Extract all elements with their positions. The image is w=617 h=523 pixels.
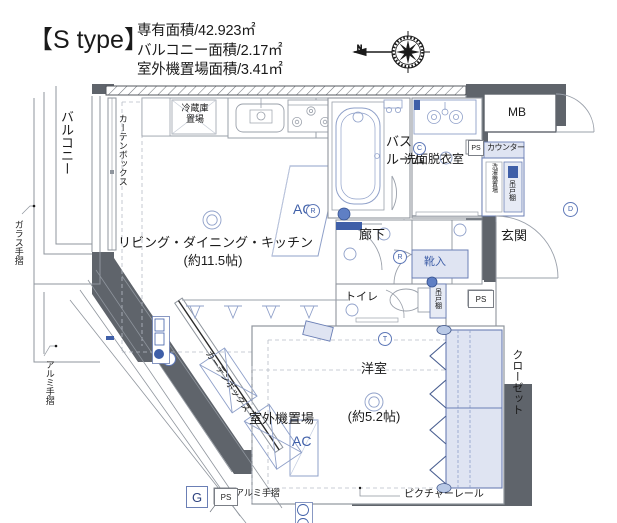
room-label-corridor: 廊下 [359,227,386,242]
label-refrigerator-space: 冷蔵庫 置場 [181,103,209,124]
closet [429,325,503,493]
ac-panel-living [271,165,339,257]
label-curtain-box-left: カーテンボックス [117,114,128,186]
marker-d: D [563,202,578,217]
picture-rail-line [358,486,400,497]
room-label-living-size: (約11.5帖) [183,253,243,268]
label-counter: カウンター [487,143,525,152]
floor-plan-drawing: バルコニー ガラス手摺 アルミ手摺 カーテンボックス 冷蔵庫 置場 リビング・ダ… [0,84,617,523]
label-shoe-box: 靴入 [424,256,446,268]
marker-r-kitchen: R [306,204,320,218]
label-ac-bedroom: AC [292,433,312,449]
area-outdoor-unit: 室外機置場面積/3.41㎡ [137,62,283,78]
label-alumi-handrail-left: アルミ手摺 [44,360,55,405]
washer-counter-column [465,139,525,217]
switch-cluster-living [152,316,170,364]
room-label-washroom: 洗面脱衣室 [404,152,465,166]
label-washer-space: 洗濯機置場 [490,163,497,193]
room-label-toilet: トイレ [345,291,378,303]
area-summary: 専有面積/42.923㎡ バルコニー面積/2.17㎡ 室外機置場面積/3.41㎡ [137,22,283,81]
toilet-room [335,276,447,327]
plan-header: 【S type】 専有面積/42.923㎡ バルコニー面積/2.17㎡ 室外機置… [0,0,617,88]
room-label-entrance: 玄関 [501,228,528,243]
outdoor-unit-area [69,269,283,523]
room-label-outdoor-unit: 室外機置場 [249,411,315,426]
room-label-living: リビング・ダイニング・キッチン [118,235,314,250]
outdoor-ac-unit [302,320,334,342]
downlight-row [182,299,348,320]
bathroom [327,97,411,219]
page-title: 【S type】 [28,26,149,54]
washroom [411,97,483,219]
top-hatched-wall [105,85,467,96]
label-hanging-cabinet-2: 吊戸棚 [434,288,442,309]
compass-rose: N [352,26,434,78]
marker-ps-1: PS [468,140,484,156]
svg-text:N: N [357,45,362,52]
mb-room [483,93,595,133]
label-mb: MB [508,105,526,119]
marker-r-bath: R [393,250,407,264]
label-glass-handrail: ガラス手摺 [13,220,24,265]
corridor [335,207,469,287]
marker-ps-3: PS [214,488,238,506]
living-ceiling-light [202,210,222,230]
room-label-closet: クローゼット [510,349,523,415]
area-balcony: バルコニー面積/2.17㎡ [137,42,283,59]
label-picture-rail: ピクチャーレール [404,489,484,500]
marker-t-living: T [378,332,392,346]
label-alumi-handrail-bottom: アルミ手摺 [235,488,280,498]
marker-ps-2: PS [468,290,494,308]
curtain-box-left [107,97,117,251]
window-marks [106,336,114,340]
area-exclusive: 専有面積/42.923㎡ [137,23,256,39]
marker-c-washroom: C [413,142,426,155]
label-hanging-cabinet-1: 吊戸棚 [508,180,516,201]
room-label-bedroom: 洋室 [360,361,387,376]
outdoor-unit-boxes [199,347,303,470]
room-label-bathroom-1: バス [386,134,413,149]
room-label-bedroom-size: (約5.2帖) [347,409,401,424]
bedroom-window-marks [436,325,452,335]
room-label-balcony: バルコニー [59,110,75,175]
switch-cluster-bedroom [295,502,313,523]
balcony-outline [33,86,101,363]
marker-g: G [186,486,208,508]
room-label-bathroom-2: ルーム [386,152,425,167]
